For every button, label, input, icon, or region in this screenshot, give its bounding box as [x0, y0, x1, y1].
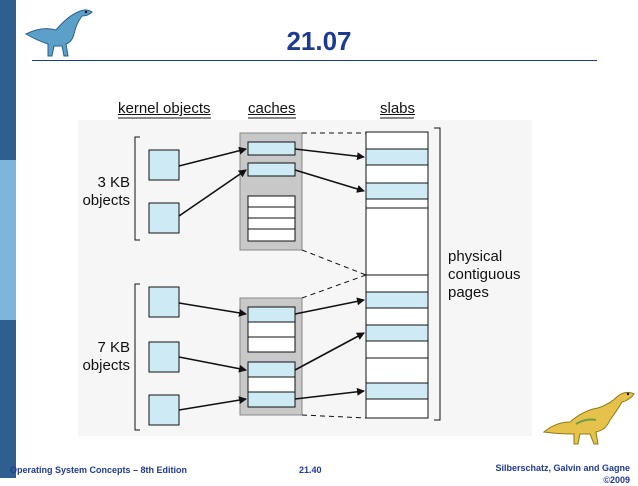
sidebar-band-middle: [0, 160, 16, 320]
header-caches: caches: [248, 100, 296, 117]
sidebar-band-top: [0, 0, 16, 160]
group-bracket-small: [134, 136, 140, 241]
slide-title: 21.07: [286, 26, 352, 56]
slide-sidebar: [0, 0, 16, 478]
footer-authors: Silberschatz, Galvin and Gagne ©2009: [495, 463, 630, 485]
cache-slot-used: [247, 361, 296, 378]
cache-slot-used: [247, 162, 296, 177]
group-label-3kb: 3 KB objects: [82, 174, 130, 209]
kernel-object: [148, 341, 180, 373]
kernel-object: [148, 394, 180, 426]
group-label-7kb: 7 KB objects: [82, 339, 130, 374]
dinosaur-icon: [542, 391, 635, 445]
slab-page-used: [365, 182, 429, 200]
title-divider: [32, 60, 597, 61]
cache-to-slab-dashes: [301, 132, 367, 419]
slab-page-used: [365, 382, 429, 400]
cache-slot-used: [247, 391, 296, 408]
sidebar-band-bottom: [0, 320, 16, 478]
slab-page-used: [365, 324, 429, 342]
kernel-object: [148, 149, 180, 181]
header-kernel-objects: kernel objects: [118, 100, 211, 117]
footer-page-number: 21.40: [299, 465, 322, 475]
pages-bracket: [434, 127, 441, 421]
slab-page-used: [365, 291, 429, 309]
physical-pages-label: physical contiguous pages: [448, 248, 521, 301]
cache-slot-used: [247, 306, 296, 323]
kernel-object: [148, 286, 180, 318]
header-slabs: slabs: [380, 100, 416, 117]
kernel-object: [148, 202, 180, 234]
dinosaur-icon: [24, 9, 93, 57]
footer-edition: Operating System Concepts – 8th Edition: [10, 465, 188, 475]
slab-page-dividers: [366, 207, 428, 359]
group-bracket-large: [134, 283, 140, 431]
slab-page-used: [365, 148, 429, 166]
cache-slot-used: [247, 141, 296, 156]
cache-to-slab-arrows: [294, 148, 365, 400]
object-to-cache-arrows: [178, 146, 247, 411]
